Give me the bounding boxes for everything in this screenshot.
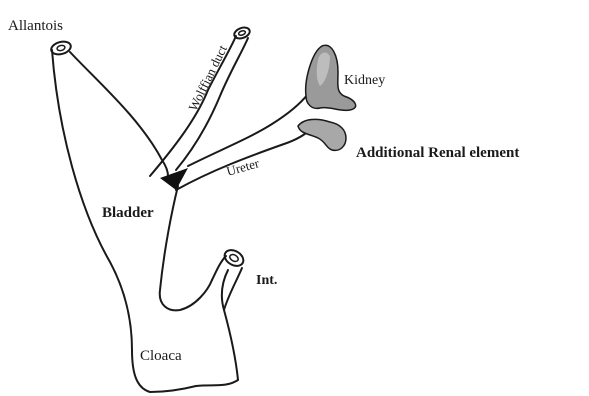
bladder-right-edge	[160, 186, 212, 310]
ureter-top-edge	[188, 94, 308, 166]
label-intestine: Int.	[256, 273, 277, 288]
label-wolffian-duct: Wolffian duct	[185, 42, 230, 113]
label-allantois: Allantois	[8, 18, 63, 34]
intestine-lumen	[229, 253, 240, 263]
label-kidney: Kidney	[344, 73, 385, 88]
wolffian-duct-lumen	[238, 30, 246, 36]
label-ureter: Ureter	[225, 155, 262, 179]
allantois-inner-edge	[70, 52, 168, 176]
allantois-lumen	[56, 45, 65, 52]
label-bladder: Bladder	[102, 205, 154, 221]
intestine-opening	[222, 247, 246, 269]
label-additional-renal-element: Additional Renal element	[356, 145, 519, 161]
label-cloaca: Cloaca	[140, 348, 182, 364]
cloaca-bottom	[196, 270, 238, 386]
bladder-outline-left	[52, 50, 196, 392]
intestine-left-edge	[212, 256, 226, 280]
allantois-opening	[50, 40, 72, 57]
